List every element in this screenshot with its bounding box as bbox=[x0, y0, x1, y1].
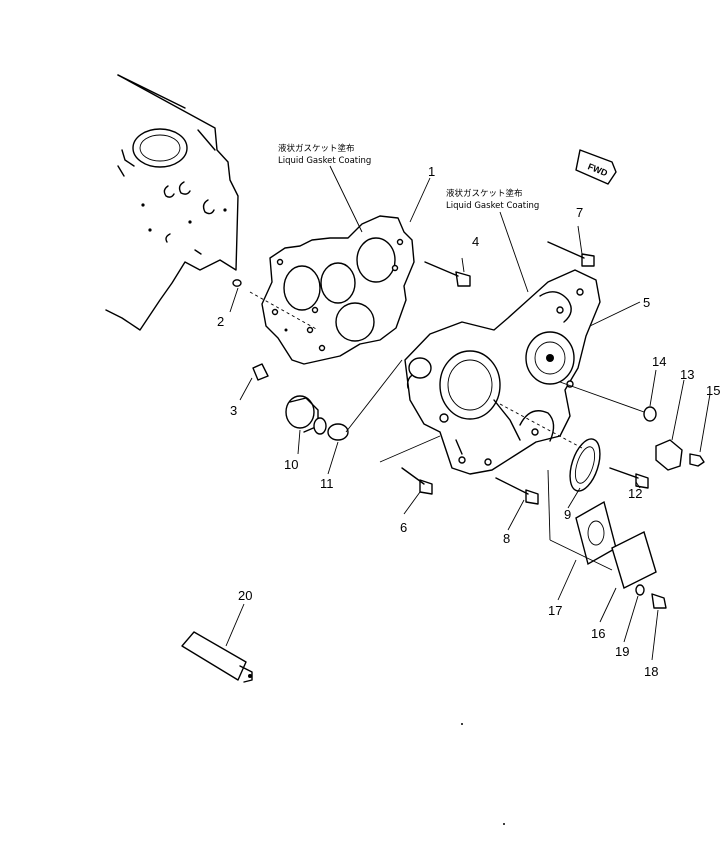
sealant-tube bbox=[181, 631, 253, 683]
washer-19 bbox=[635, 584, 645, 596]
bolt-18 bbox=[651, 593, 667, 609]
filler-cap bbox=[285, 395, 349, 441]
label-12: 12 bbox=[628, 486, 642, 501]
leader-lines bbox=[225, 165, 711, 661]
ann-right-en: Liquid Gasket Coating bbox=[446, 201, 539, 211]
bolt-4 bbox=[424, 261, 471, 287]
gasket-17 bbox=[575, 500, 617, 566]
engine-block bbox=[105, 74, 239, 331]
gasket-plate bbox=[261, 215, 415, 365]
cover-16 bbox=[611, 531, 657, 589]
dowel-2 bbox=[232, 279, 242, 287]
label-13: 13 bbox=[680, 367, 694, 382]
bolt-7 bbox=[547, 241, 595, 267]
label-20: 20 bbox=[238, 588, 252, 603]
plate-13 bbox=[655, 439, 683, 471]
label-15: 15 bbox=[706, 383, 720, 398]
bolt-12 bbox=[609, 467, 649, 489]
oring-14 bbox=[643, 406, 657, 422]
ann-right-jp: 液状ガスケット塗布 bbox=[446, 188, 523, 199]
ann-left-jp: 液状ガスケット塗布 bbox=[278, 143, 355, 154]
label-7: 7 bbox=[576, 205, 583, 220]
label-8: 8 bbox=[503, 531, 510, 546]
bolt-6 bbox=[401, 467, 433, 495]
label-3: 3 bbox=[230, 403, 237, 418]
pin-3 bbox=[252, 363, 269, 381]
fwd-arrow-icon: FWD bbox=[575, 149, 617, 185]
label-9: 9 bbox=[564, 507, 571, 522]
label-17: 17 bbox=[548, 603, 562, 618]
label-18: 18 bbox=[644, 664, 658, 679]
label-4: 4 bbox=[472, 234, 479, 249]
ann-left-en: Liquid Gasket Coating bbox=[278, 156, 371, 166]
front-cover bbox=[404, 269, 601, 475]
label-2: 2 bbox=[217, 314, 224, 329]
label-14: 14 bbox=[652, 354, 666, 369]
label-19: 19 bbox=[615, 644, 629, 659]
label-11: 11 bbox=[320, 476, 334, 491]
oil-seal bbox=[569, 438, 601, 492]
label-1: 1 bbox=[428, 164, 435, 179]
bolt-8 bbox=[495, 477, 539, 505]
label-16: 16 bbox=[591, 626, 605, 641]
bolt-15 bbox=[689, 453, 705, 467]
label-6: 6 bbox=[400, 520, 407, 535]
label-5: 5 bbox=[643, 295, 650, 310]
label-10: 10 bbox=[284, 457, 298, 472]
